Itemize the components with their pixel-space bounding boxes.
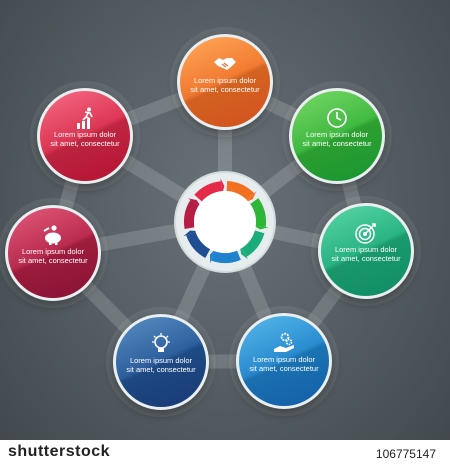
cycle-diagram: Lorem ipsum dolor sit amet, consectetur … bbox=[5, 34, 414, 410]
node-teal: Lorem ipsum dolor sit amet, consectetur bbox=[318, 203, 414, 299]
arrow-segment bbox=[226, 181, 255, 201]
clock-icon bbox=[327, 108, 347, 128]
watermark-id: 106775147 bbox=[375, 447, 436, 461]
light-bulb-icon bbox=[152, 333, 170, 352]
arrow-head bbox=[220, 178, 225, 195]
arrow-segment bbox=[211, 250, 241, 263]
arrow-segment bbox=[241, 230, 265, 257]
node-text: Lorem ipsum dolor sit amet, consectetur bbox=[126, 356, 196, 374]
watermark-logo: shutterstock bbox=[8, 443, 111, 460]
node-navy: Lorem ipsum dolor sit amet, consectetur bbox=[113, 314, 209, 410]
arrow-segment bbox=[250, 198, 266, 227]
node-text: Lorem ipsum dolor sit amet, consectetur bbox=[331, 245, 401, 263]
handshake-icon bbox=[214, 58, 236, 70]
center-hub bbox=[170, 171, 280, 273]
node-orange: Lorem ipsum dolor sit amet, consectetur bbox=[177, 34, 273, 130]
arrow-head bbox=[209, 248, 216, 264]
node-text: Lorem ipsum dolor sit amet, consectetur bbox=[18, 247, 88, 265]
arrow-ring bbox=[183, 178, 269, 264]
gears-in-hand-icon bbox=[274, 332, 294, 352]
node-blue: Lorem ipsum dolor sit amet, consectetur bbox=[236, 313, 332, 409]
arrow-head bbox=[239, 245, 249, 260]
node-text: Lorem ipsum dolor sit amet, consectetur bbox=[302, 130, 372, 148]
arrow-segment bbox=[186, 231, 211, 258]
circular-arrows-icon bbox=[174, 171, 276, 273]
node-text: Lorem ipsum dolor sit amet, consectetur bbox=[249, 355, 319, 373]
watermark-bar: shutterstock 106775147 bbox=[0, 440, 450, 470]
piggy-bank-icon bbox=[43, 225, 61, 245]
node-text: Lorem ipsum dolor sit amet, consectetur bbox=[190, 76, 260, 94]
arrow-head bbox=[252, 225, 269, 230]
running-man-chart-icon bbox=[77, 107, 93, 129]
node-green: Lorem ipsum dolor sit amet, consectetur bbox=[289, 88, 385, 184]
node-red: Lorem ipsum dolor sit amet, consectetur bbox=[37, 88, 133, 184]
target-icon bbox=[355, 223, 376, 244]
arrow-segment bbox=[194, 181, 223, 202]
node-crimson: Lorem ipsum dolor sit amet, consectetur bbox=[5, 205, 101, 301]
node-text: Lorem ipsum dolor sit amet, consectetur bbox=[50, 130, 120, 148]
arrow-head bbox=[183, 230, 199, 237]
arrow-segment bbox=[184, 199, 200, 230]
arrow-head bbox=[187, 198, 202, 207]
